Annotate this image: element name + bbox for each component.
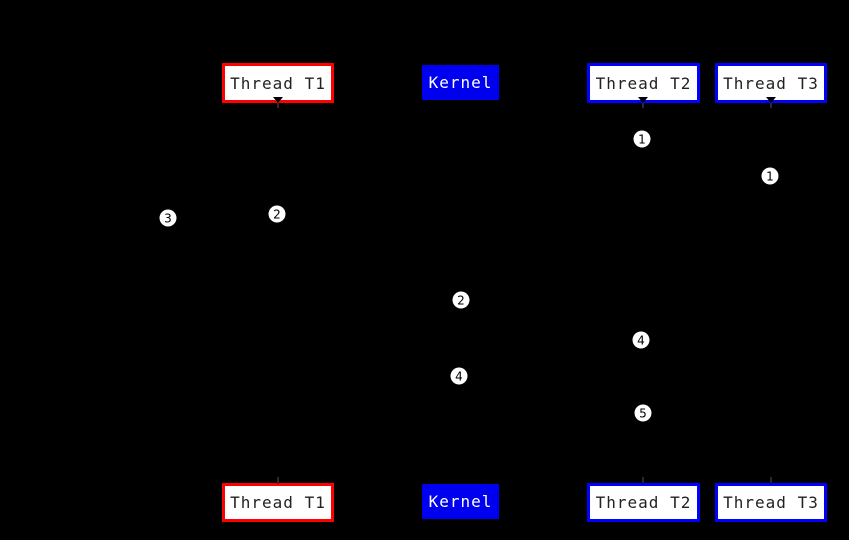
step-marker: 3 bbox=[159, 209, 177, 227]
actor-thread-t1-bottom: Thread T1 bbox=[222, 483, 334, 522]
actor-thread-t1-top: Thread T1 bbox=[222, 63, 334, 103]
step-marker: 4 bbox=[632, 331, 650, 349]
lifeline-notch bbox=[766, 97, 776, 103]
actor-thread-t2-bottom: Thread T2 bbox=[587, 483, 700, 522]
actor-thread-t3-bottom: Thread T3 bbox=[715, 483, 827, 522]
actor-label: Thread T3 bbox=[723, 493, 819, 512]
actor-label: Kernel bbox=[428, 73, 493, 92]
actor-label: Thread T2 bbox=[595, 493, 692, 512]
step-marker: 2 bbox=[268, 205, 286, 223]
actor-label: Thread T1 bbox=[230, 493, 326, 512]
lifeline-tick bbox=[277, 477, 279, 483]
step-marker: 1 bbox=[633, 130, 651, 148]
actor-kernel-bottom: Kernel bbox=[422, 484, 499, 519]
step-marker: 1 bbox=[761, 167, 779, 185]
actor-label: Thread T2 bbox=[595, 73, 692, 93]
step-marker: 4 bbox=[450, 367, 468, 385]
lifeline-tick bbox=[770, 103, 772, 108]
step-marker: 5 bbox=[634, 404, 652, 422]
step-marker: 2 bbox=[452, 291, 470, 309]
lifeline-notch bbox=[638, 97, 648, 103]
actor-label: Kernel bbox=[428, 492, 493, 511]
lifeline-tick bbox=[277, 103, 279, 108]
actor-kernel-top: Kernel bbox=[422, 65, 499, 100]
lifeline-notch bbox=[273, 97, 283, 103]
lifeline-tick bbox=[642, 103, 644, 108]
actor-label: Thread T3 bbox=[723, 73, 819, 93]
lifeline-tick bbox=[770, 477, 772, 483]
lifeline-tick bbox=[642, 477, 644, 483]
actor-label: Thread T1 bbox=[230, 73, 326, 93]
actor-thread-t3-top: Thread T3 bbox=[715, 63, 827, 103]
